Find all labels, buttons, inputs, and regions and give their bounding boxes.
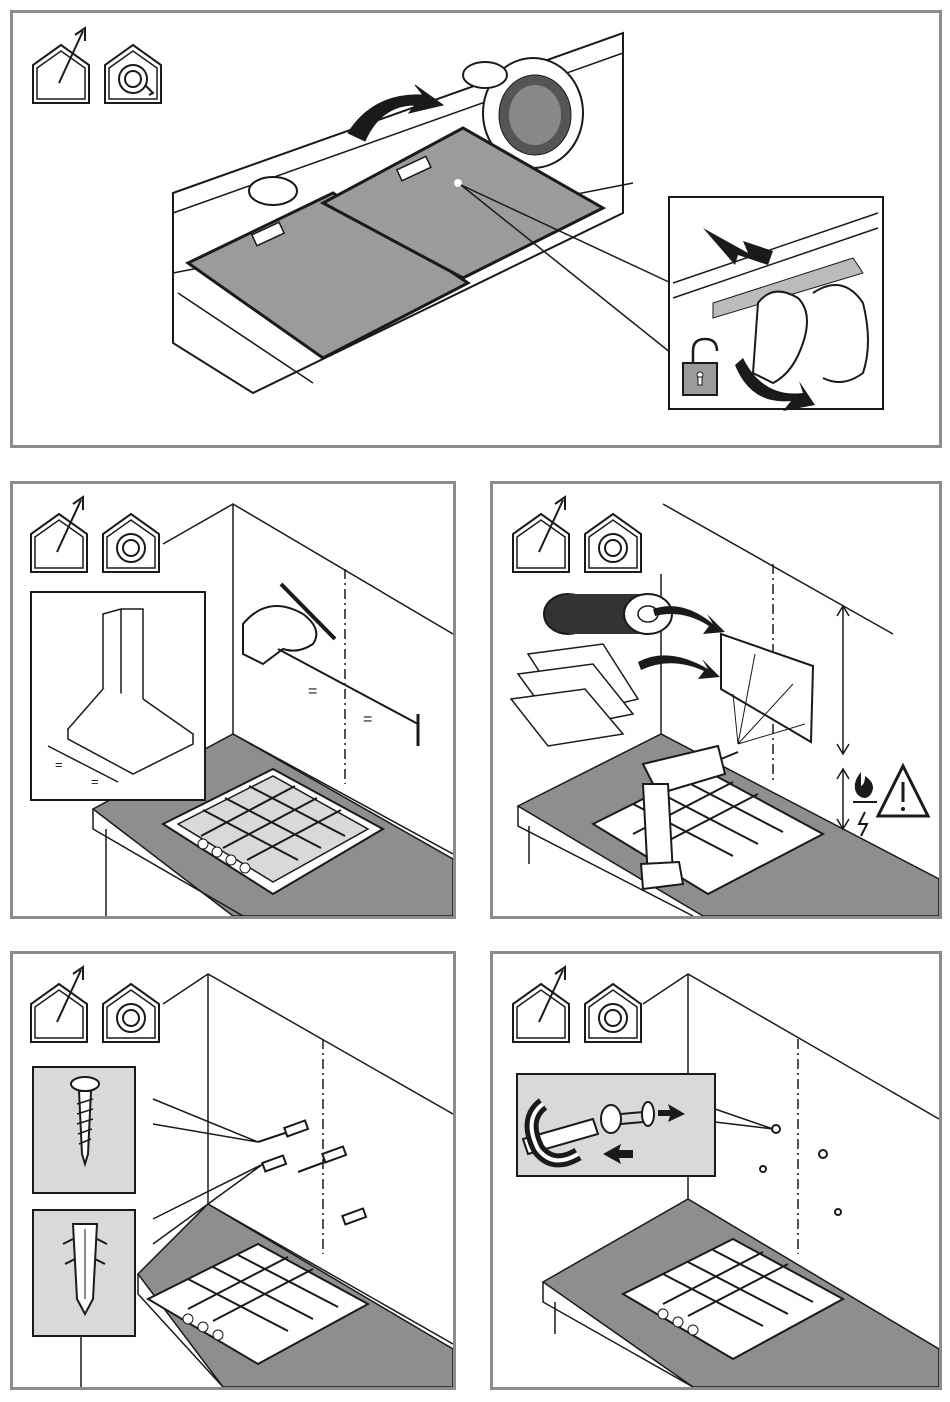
equal-mark-2: =: [363, 711, 372, 728]
panel-filter-removal: [10, 10, 942, 448]
recirculation-icon: [103, 514, 159, 572]
screw-tightening-illustration: [493, 954, 939, 1387]
template-paper: [511, 644, 638, 746]
paper-arrow: [638, 655, 720, 679]
indoor-exhaust-icon: [513, 967, 569, 1042]
inset-hood: = =: [31, 592, 205, 800]
wall-plug-icon: [33, 1210, 135, 1336]
recirculation-icon: [105, 45, 161, 103]
wall-screws: [760, 1125, 841, 1215]
equal-mark-3: =: [55, 757, 63, 772]
wall-plugs-illustration: [13, 954, 453, 1387]
wall-screws: [258, 1120, 366, 1224]
indoor-exhaust-icon: [513, 497, 569, 572]
warning-triangle-icon: [878, 766, 928, 816]
recirculation-icon: [585, 984, 641, 1042]
inset-latch-detail: [669, 197, 883, 411]
light-left: [249, 177, 297, 205]
recirculation-icon: [585, 514, 641, 572]
panel-screw-tightening: [490, 951, 942, 1390]
equal-mark-1: =: [308, 683, 317, 700]
marking-wall-illustration: = = = =: [13, 484, 453, 916]
panel-marking-wall: = = = =: [10, 481, 456, 919]
dimension-arrows: [837, 606, 849, 829]
adhesive-tape-roll: [544, 594, 672, 634]
panel-wall-plugs-screws: [10, 951, 456, 1390]
electric-bolt-icon: [859, 812, 867, 836]
indoor-exhaust-icon: [31, 497, 87, 572]
screwdriver-icon: [517, 1074, 715, 1176]
panel-drilling-template: [490, 481, 942, 919]
light-right: [463, 62, 507, 88]
recirculation-icon: [103, 984, 159, 1042]
indoor-exhaust-icon: [31, 967, 87, 1042]
filter-removal-illustration: [13, 13, 939, 445]
equal-mark-4: =: [91, 774, 99, 789]
indoor-exhaust-icon: [33, 28, 89, 103]
hand-marking: [243, 584, 335, 664]
gas-flame-icon: [853, 772, 877, 802]
drilling-illustration: [493, 484, 939, 916]
screw-icon: [33, 1067, 135, 1193]
marking-line: [278, 649, 418, 724]
